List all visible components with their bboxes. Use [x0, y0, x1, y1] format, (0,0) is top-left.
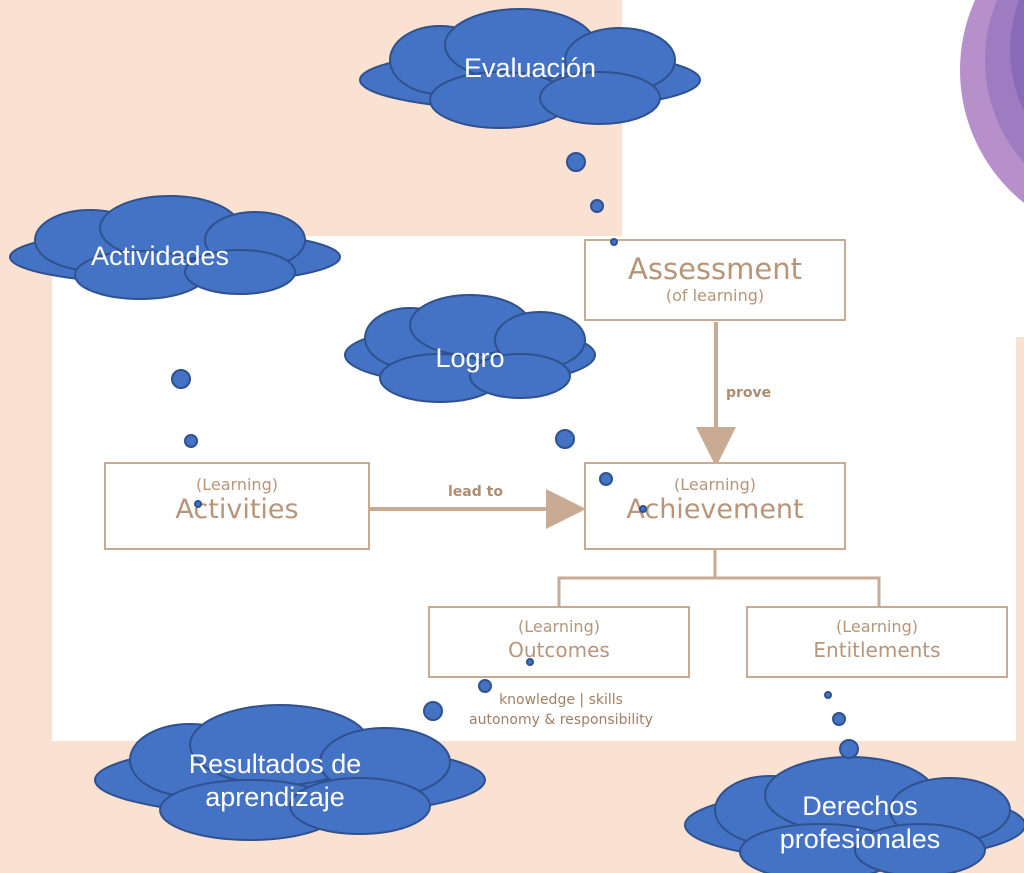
- outcomes-prefix: (Learning): [518, 617, 600, 636]
- connector-achievement-entitlements: [715, 576, 881, 607]
- cloud-derechos-line2: profesionales: [779, 824, 941, 854]
- cloud-logro: [344, 294, 596, 403]
- cloud-derechos: [684, 756, 1024, 873]
- background-strip-right: [1016, 337, 1024, 873]
- connector-achievement-outcomes: [557, 549, 717, 607]
- bubble-dot: [184, 434, 198, 448]
- cloud-actividades: [9, 195, 341, 300]
- cloud-logro-label: Logro: [435, 343, 505, 373]
- activities-box: (Learning) Activities: [104, 462, 370, 550]
- cloud-evaluacion: [359, 8, 701, 129]
- bubble-dot: [599, 472, 613, 486]
- entitlements-prefix: (Learning): [836, 617, 918, 636]
- activities-prefix: (Learning): [196, 475, 278, 494]
- outcomes-box: (Learning) Outcomes: [428, 606, 690, 678]
- outcomes-note-line1: knowledge | skills: [499, 692, 623, 708]
- bubble-dot: [832, 712, 846, 726]
- bubble-dot: [590, 199, 604, 213]
- bubble-dot: [194, 500, 202, 508]
- outcomes-title: Outcomes: [508, 638, 610, 662]
- bubble-dot: [171, 369, 191, 389]
- cloud-derechos-line1: Derechos: [802, 791, 918, 821]
- cloud-derechos-label: Derechos profesionales: [735, 790, 985, 856]
- bubble-dot: [824, 691, 832, 699]
- achievement-box: (Learning) Achievement: [584, 462, 846, 550]
- bubble-dot: [423, 701, 443, 721]
- activities-title: Activities: [175, 494, 299, 525]
- achievement-prefix: (Learning): [674, 475, 756, 494]
- entitlements-box: (Learning) Entitlements: [746, 606, 1008, 678]
- assessment-box: Assessment (of learning): [584, 239, 846, 321]
- outcomes-note: knowledge | skills autonomy & responsibi…: [436, 690, 686, 730]
- outcomes-note-line2: autonomy & responsibility: [469, 712, 653, 728]
- bubble-dot: [555, 429, 575, 449]
- bubble-dot: [839, 739, 859, 759]
- cloud-evaluacion-label: Evaluación: [463, 53, 597, 83]
- achievement-title: Achievement: [626, 494, 804, 525]
- assessment-subtitle: (of learning): [665, 286, 765, 305]
- cloud-resultados: [94, 704, 486, 841]
- cloud-resultados-line2: aprendizaje: [205, 782, 345, 812]
- bubble-dot: [566, 152, 586, 172]
- assessment-title: Assessment: [628, 252, 802, 286]
- edge-label-prove: prove: [726, 385, 772, 401]
- entitlements-title: Entitlements: [813, 638, 941, 662]
- bubble-dot: [610, 238, 618, 246]
- cloud-actividades-label: Actividades: [90, 241, 230, 271]
- cloud-resultados-line1: Resultados de: [188, 749, 362, 779]
- bubble-dot: [478, 679, 492, 693]
- bubble-dot: [639, 505, 647, 513]
- bubble-dot: [526, 658, 534, 666]
- cloud-resultados-label: Resultados de aprendizaje: [145, 748, 405, 814]
- arc-inner: [1010, 0, 1024, 111]
- edge-label-lead-to: lead to: [448, 484, 503, 500]
